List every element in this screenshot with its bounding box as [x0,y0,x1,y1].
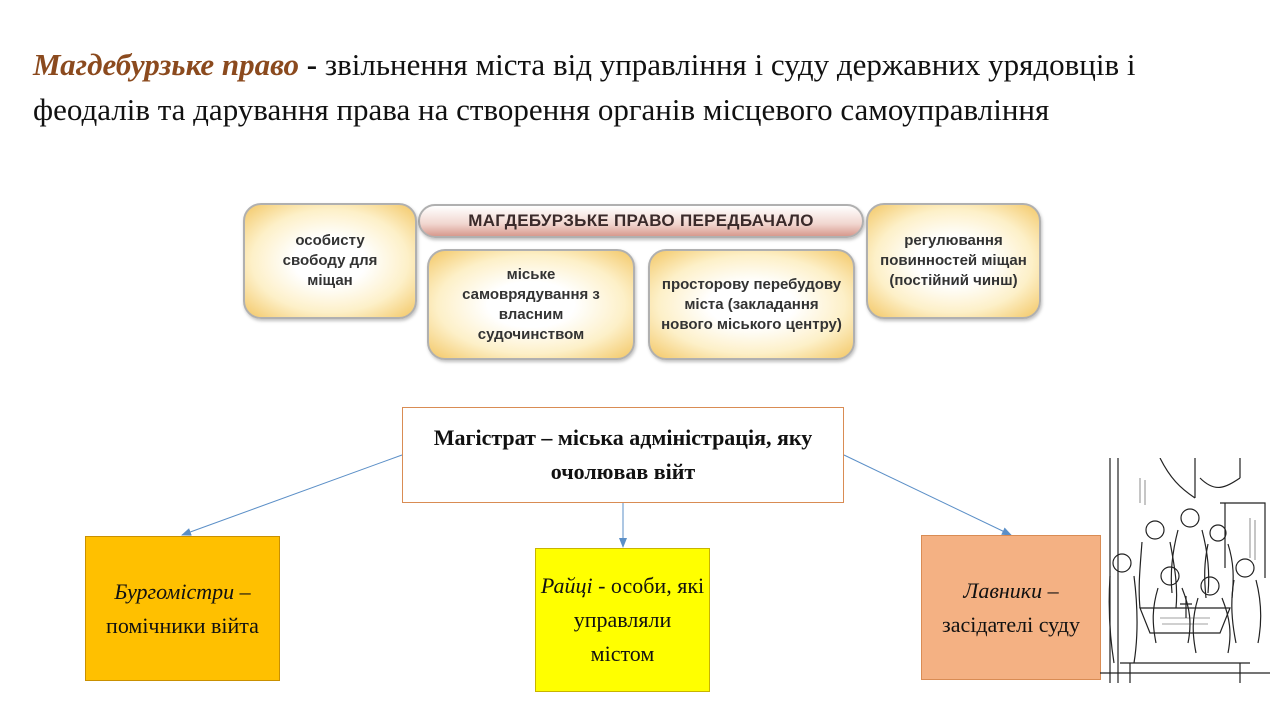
page-title: Магдебурзьке право - звільнення міста ві… [33,42,1233,132]
arrow-to-burgomasters [181,454,403,536]
lavnyky-term: Лавники [963,577,1043,603]
scheme-item-self-government: міське самоврядування з власним судочинс… [427,249,635,360]
raytsi-term: Райці [540,573,593,598]
scheme-item-duties-regulation: регулювання повинностей міщан (постійний… [866,203,1041,319]
scheme-item-city-rebuilding: просторову перебудову міста (закладання … [648,249,855,360]
lavnyky-box: Лавники – засідателі суду [921,535,1101,680]
burgomasters-desc: – помічники війта [106,578,259,638]
scheme-item-label: особисту свободу для міщан [282,232,378,289]
scheme-item-label: регулювання повинностей міщан (постійний… [880,232,1027,289]
lavnyky-text: Лавники – засідателі суду [926,574,1096,642]
lavnyky-desc: – засідателі суду [942,577,1080,637]
magistrat-meeting-illustration [1100,458,1270,683]
title-term: Магдебурзьке право [33,47,300,82]
raytsi-desc: - особи, які управляли містом [573,573,705,666]
magistrat-box: Магістрат – міська адміністрація, яку оч… [402,407,844,503]
raytsi-text: Райці - особи, які управляли містом [540,569,705,671]
title-definition: звільнення міста від управління і суду д… [33,47,1136,127]
arrow-to-lavnyky [843,454,1012,536]
burgomasters-box: Бургомістри – помічники війта [85,536,280,681]
burgomasters-term: Бургомістри [114,578,235,604]
scheme-item-label: міське самоврядування з власним судочинс… [462,265,600,343]
scheme-item-label: просторову перебудову міста (закладання … [661,275,842,333]
raytsi-box: Райці - особи, які управляли містом [535,548,710,692]
scheme-item-personal-freedom: особисту свободу для міщан [243,203,417,319]
magistrat-label: Магістрат – міська адміністрація, яку оч… [433,425,813,484]
scheme-header: МАГДЕБУРЗЬКЕ ПРАВО ПЕРЕДБАЧАЛО [418,204,864,238]
title-dash: - [299,47,325,82]
burgomasters-text: Бургомістри – помічники війта [90,575,275,643]
